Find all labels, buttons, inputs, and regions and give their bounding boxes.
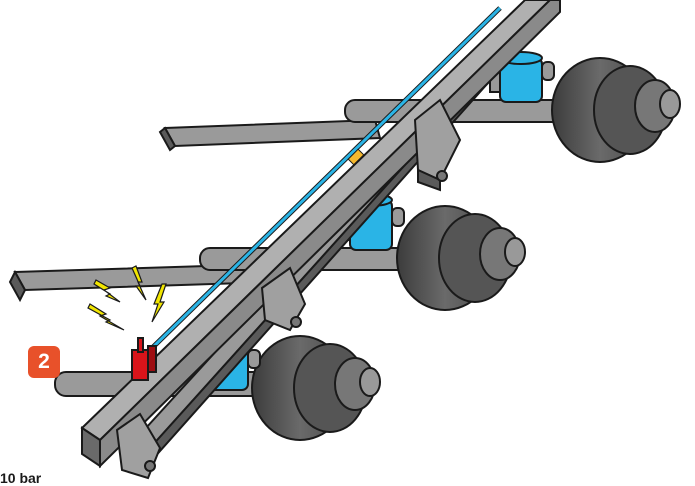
wheel-icon: [396, 205, 526, 311]
pressure-label: 10 bar: [0, 470, 42, 486]
frame-brackets: [115, 98, 462, 480]
wheel-icon: [551, 57, 681, 163]
step-badge: 2: [28, 346, 60, 378]
lightning-spark-icon: [87, 265, 167, 331]
wheel-icon: [251, 335, 381, 441]
red-valve-icon: [131, 337, 157, 381]
